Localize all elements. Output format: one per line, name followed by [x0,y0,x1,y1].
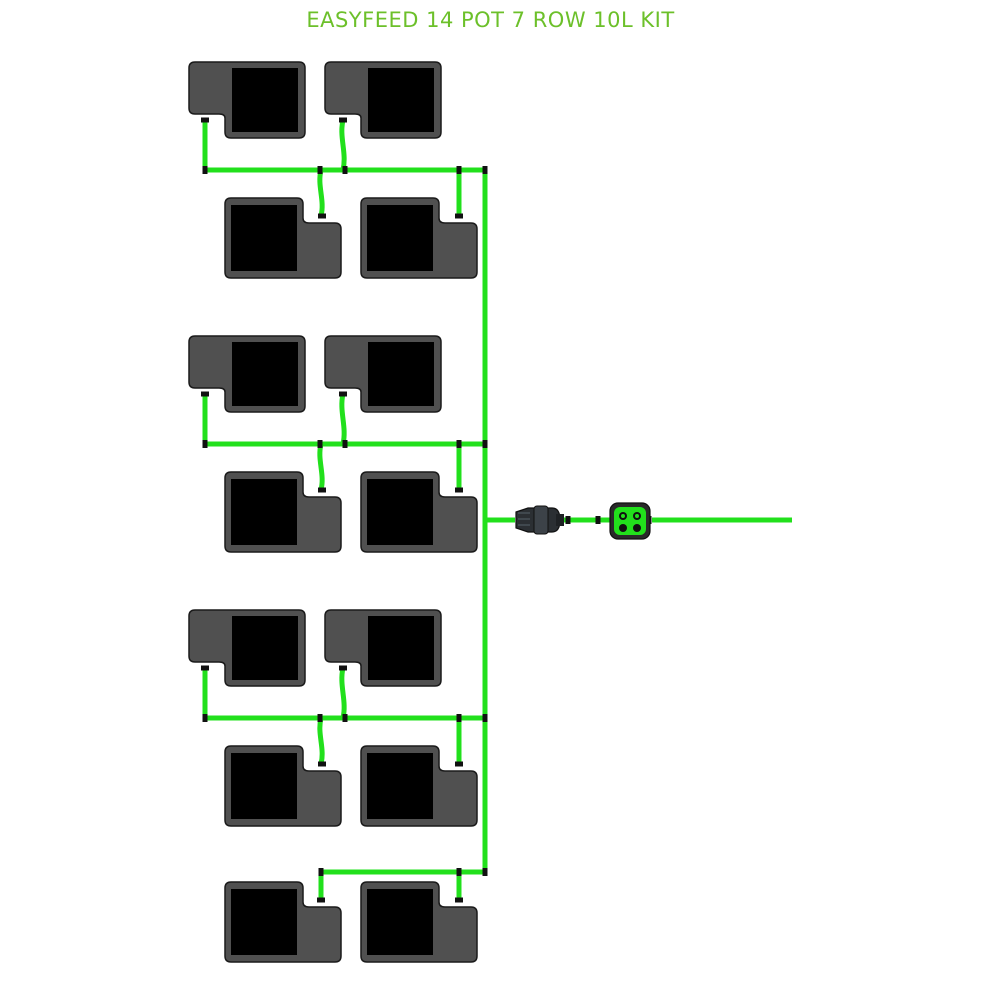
tube-joint [318,487,326,493]
tube-joint [339,391,347,397]
pot-icon [224,471,342,553]
pot-icon [360,745,478,827]
pot-icon [360,881,478,963]
pot-icon [324,609,442,687]
tube-joint [482,166,488,174]
tube-joint [317,714,323,722]
hose-line [339,393,347,445]
tube-joint [342,166,348,174]
tube-joint [455,487,463,493]
tube-joint [201,391,209,397]
tube-joint [482,868,488,876]
tube-joint [317,166,323,174]
tube-joint [456,714,462,722]
fittings [201,117,652,903]
filter-icon [515,505,564,535]
diagram-title: EASYFEED 14 POT 7 ROW 10L KIT [306,8,675,32]
tube-joint [565,516,571,524]
tube-joint [456,440,462,448]
pot-icon [324,335,442,413]
tube-joint [455,761,463,767]
pot-icon [224,881,342,963]
pot-icon [360,471,478,553]
tube-joint [482,714,488,722]
tube-joint [201,117,209,123]
tube-joint [339,117,347,123]
tube-joint [317,897,325,903]
pot-icon [224,197,342,279]
tube-joint [202,440,208,448]
hose-line [317,443,325,491]
tap-connector-icon [609,502,651,540]
tube-joint [342,714,348,722]
tube-joint [456,166,462,174]
tube-joint [202,714,208,722]
tube-joint [455,897,463,903]
pot-icon [188,609,306,687]
tube-joint [318,868,324,876]
tube-joint [317,440,323,448]
pots [188,61,478,963]
hose-line [317,717,325,765]
tube-joint [201,665,209,671]
tube-joint [595,516,601,524]
pot-icon [360,197,478,279]
pot-icon [224,745,342,827]
hose-line [339,119,347,171]
tube-joint [202,166,208,174]
hose-line [339,667,347,719]
tube-joint [318,761,326,767]
pot-icon [188,61,306,139]
pot-icon [324,61,442,139]
hose-line [317,169,325,217]
tube-joint [456,868,462,876]
tube-joint [339,665,347,671]
tube-joint [318,213,326,219]
tube-joint [455,213,463,219]
tube-joint [482,440,488,448]
tube-joint [342,440,348,448]
pot-icon [188,335,306,413]
